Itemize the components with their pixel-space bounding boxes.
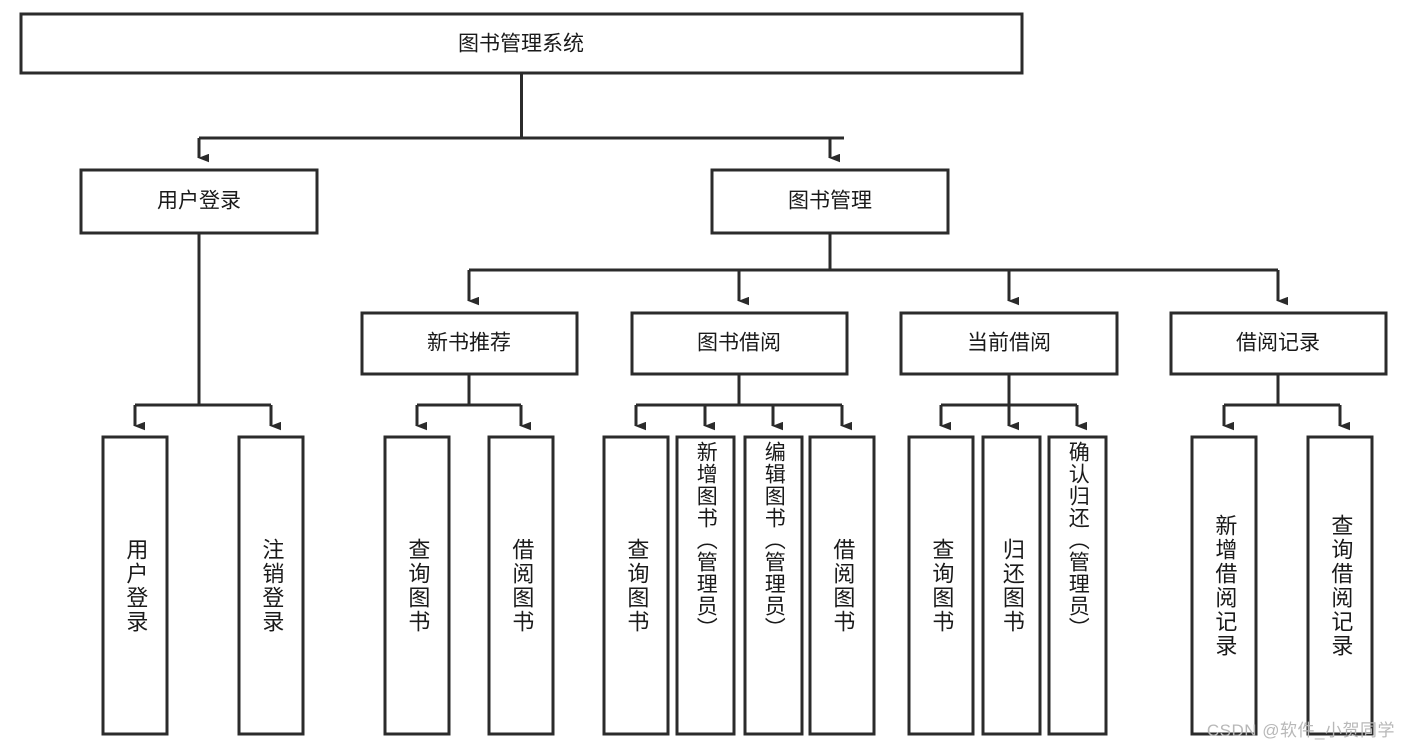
node-leaf-user-login-logout[interactable] — [237, 435, 305, 736]
node-leaf-new-book-query[interactable] — [383, 435, 451, 736]
node-leaf-borrow-query[interactable] — [602, 435, 670, 736]
connector-book-management-children — [467, 233, 1288, 306]
node-label-book-borrow: 图书借阅 — [697, 332, 781, 355]
node-leaf-borrow-add[interactable] — [675, 435, 736, 736]
node-leaf-borrow-lend[interactable] — [808, 435, 876, 736]
node-label-user-login: 用户登录 — [157, 190, 241, 213]
connector-root-stem — [197, 73, 844, 163]
connector-borrow-record-children — [1222, 374, 1350, 431]
csdn-watermark: CSDN @软件_小贺同学 — [1206, 721, 1395, 740]
node-new-book-recommend[interactable]: 新书推荐 — [360, 311, 579, 376]
node-label-new-book-recommend: 新书推荐 — [427, 332, 511, 355]
node-leaf-current-confirm[interactable] — [1047, 435, 1108, 736]
node-borrow-record[interactable]: 借阅记录 — [1169, 311, 1388, 376]
node-leaf-new-book-borrow[interactable] — [487, 435, 555, 736]
node-label-borrow-record: 借阅记录 — [1236, 332, 1320, 355]
node-user-login[interactable]: 用户登录 — [79, 168, 319, 235]
node-leaf-user-login-login[interactable] — [101, 435, 169, 736]
node-book-management[interactable]: 图书管理 — [710, 168, 950, 235]
node-leaf-borrow-edit[interactable] — [743, 435, 804, 736]
node-leaf-record-add[interactable] — [1190, 435, 1258, 736]
connector-book-borrow-children — [634, 374, 852, 431]
node-leaf-current-return[interactable] — [981, 435, 1042, 736]
node-label-root: 图书管理系统 — [458, 33, 584, 56]
node-label-current-borrow: 当前借阅 — [967, 332, 1051, 355]
node-label-book-management: 图书管理 — [788, 190, 872, 213]
connector-new-book-children — [415, 374, 531, 431]
node-leaf-record-query[interactable] — [1306, 435, 1374, 736]
node-root-system[interactable]: 图书管理系统 — [19, 12, 1024, 75]
node-leaf-current-query[interactable] — [907, 435, 975, 736]
connector-user-login-children — [133, 233, 281, 431]
node-book-borrow[interactable]: 图书借阅 — [630, 311, 849, 376]
node-current-borrow[interactable]: 当前借阅 — [899, 311, 1119, 376]
connector-current-borrow-children — [939, 374, 1087, 431]
